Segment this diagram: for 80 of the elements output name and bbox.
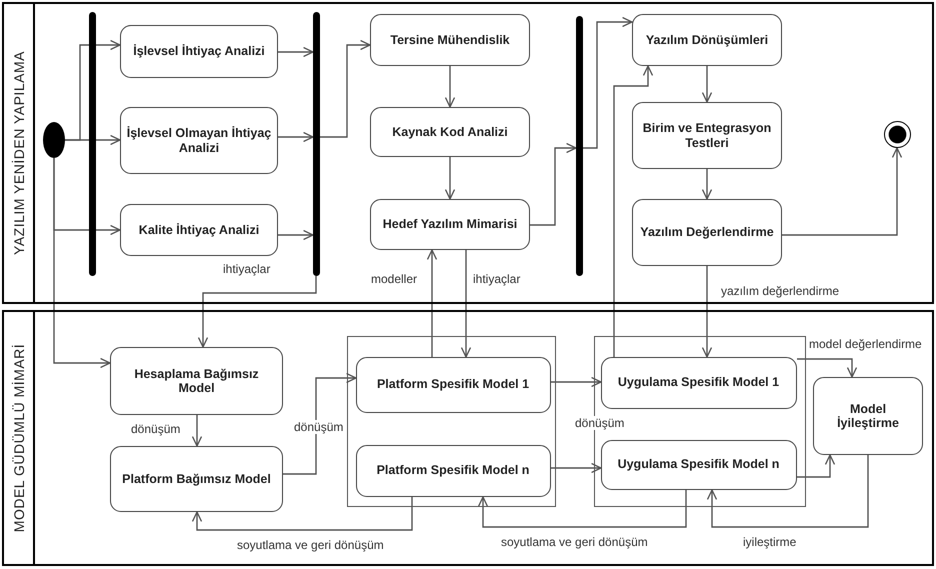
arrow	[53, 158, 111, 368]
arrow	[530, 142, 577, 226]
edge-label: ihtiyaçlar	[222, 262, 272, 276]
arrow	[460, 250, 472, 358]
arrow	[613, 65, 654, 357]
group-frame	[347, 336, 556, 507]
node-label: Platform Spesifik Model n	[376, 463, 530, 478]
arrow	[283, 372, 357, 475]
action-box	[356, 356, 550, 412]
action-box	[370, 14, 530, 66]
arrow	[278, 46, 314, 58]
node-label: İşlevsel Olmayan İhtiyaç Analizi	[126, 126, 272, 155]
arrow	[478, 490, 687, 528]
node-label: İşlevsel İhtiyaç Analizi	[132, 44, 266, 59]
arrow	[426, 249, 438, 357]
start-node	[43, 122, 65, 158]
arrow	[444, 157, 456, 200]
action-box	[632, 102, 782, 169]
node-label: Yazılım Değerlendirme	[639, 225, 775, 240]
node-label: Yazılım Dönüşümleri	[644, 32, 770, 48]
action-box	[356, 444, 550, 496]
edge-label: ihtiyaçlar	[472, 272, 522, 286]
edge-label: dönüşüm	[293, 420, 344, 434]
synchronization-bar	[89, 12, 96, 276]
synchronization-bar	[576, 16, 583, 276]
swimlane	[2, 2, 934, 304]
action-box	[632, 14, 782, 66]
node-label: Uygulama Spesifik Model n	[616, 457, 780, 472]
arrow	[702, 266, 712, 358]
end-node	[884, 121, 911, 148]
arrow	[797, 358, 858, 378]
action-box	[110, 347, 283, 415]
action-box	[370, 199, 530, 250]
arrow	[706, 455, 869, 528]
edge-label: model değerlendirme	[808, 337, 923, 351]
node-label: Model İyileştirme	[836, 402, 900, 430]
edge-label: dönüşüm	[574, 416, 626, 430]
arrow	[192, 497, 413, 531]
edge-label: iyileştirme	[742, 535, 798, 549]
action-box	[120, 107, 278, 174]
arrow	[551, 376, 602, 388]
arrow	[320, 40, 371, 138]
arrow	[444, 66, 456, 108]
arrow	[65, 134, 121, 146]
action-box	[600, 440, 796, 490]
action-box	[632, 199, 782, 266]
edge-label: soyutlama ve geri dönüşüm	[500, 535, 649, 549]
node-label: Hesaplama Bağımsız Model	[133, 366, 260, 396]
node-label: Hedef Yazılım Mimarisi	[382, 217, 518, 232]
arrow	[551, 462, 602, 474]
edge-label: modeller	[370, 272, 418, 286]
node-label: Uygulama Spesifik Model 1	[616, 375, 780, 390]
edge-label: yazılım değerlendirme	[720, 284, 840, 298]
arrow	[198, 276, 317, 348]
arrow	[797, 454, 836, 478]
node-label: Platform Bağımsız Model	[121, 472, 272, 486]
action-box	[120, 204, 278, 256]
node-label: Platform Spesifik Model 1	[376, 377, 530, 392]
arrow	[702, 66, 712, 103]
node-label: Kalite İhtiyaç Analizi	[138, 222, 260, 238]
edge-label: soyutlama ve geri dönüşüm	[236, 538, 385, 552]
synchronization-bar	[313, 12, 320, 276]
node-label: Kaynak Kod Analizi	[391, 124, 509, 140]
edge-label: dönüşüm	[130, 422, 182, 436]
lane-title: MODEL GÜDÜMLÜ MİMARİ	[11, 344, 27, 532]
arrow	[278, 230, 314, 240]
lane-title: YAZILIM YENİDEN YAPILAMA	[11, 51, 27, 255]
swimlane	[2, 310, 934, 566]
action-box	[600, 356, 796, 408]
arrow	[782, 147, 902, 236]
node-label: Birim ve Entegrasyon Testleri	[642, 121, 772, 150]
action-box	[813, 377, 923, 455]
action-box	[370, 107, 530, 157]
arrow	[192, 415, 202, 447]
action-box	[120, 25, 278, 78]
arrow	[278, 132, 314, 142]
arrow	[583, 16, 633, 149]
node-label: Tersine Mühendislik	[389, 32, 511, 48]
action-box	[110, 446, 283, 512]
arrow	[702, 169, 712, 200]
